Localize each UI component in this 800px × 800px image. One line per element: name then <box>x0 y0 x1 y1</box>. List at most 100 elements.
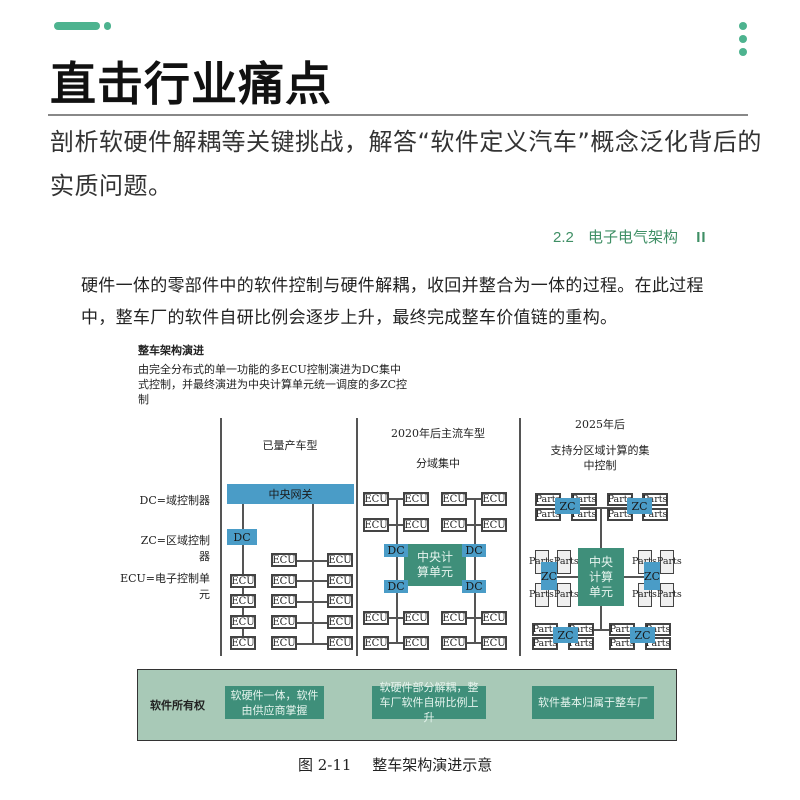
legend-ecu: ECU=电子控制单元 <box>120 572 210 601</box>
column-divider <box>519 418 521 656</box>
legend-zc: ZC=区域控制器 <box>140 534 210 563</box>
parts-box: Parts <box>609 637 635 650</box>
connector <box>474 498 476 644</box>
connector <box>389 498 403 500</box>
ecu-box: ECU <box>271 594 297 608</box>
ecu-box: ECU <box>363 636 389 650</box>
connector <box>467 617 481 619</box>
connector <box>389 524 403 526</box>
connector <box>297 643 327 645</box>
ecu-box: ECU <box>327 594 353 608</box>
connector <box>297 622 327 624</box>
central-compute-unit: 中央计算单元 <box>404 544 466 586</box>
column-subheader-3: 支持分区域计算的集中控制 <box>550 444 650 472</box>
cpu-label: 中央计算单元 <box>588 554 613 599</box>
zc-box: ZC <box>541 562 557 590</box>
section-glyph: II <box>696 229 707 246</box>
ecu-box: ECU <box>327 636 353 650</box>
figure-caption: 图 2-11 整车架构演进示意 <box>298 754 492 775</box>
connector <box>467 498 481 500</box>
ownership-stage-3: 软件基本归属于整车厂 <box>532 686 654 719</box>
ecu-box: ECU <box>363 492 389 506</box>
parts-box <box>660 550 674 574</box>
page-title: 直击行业痛点 <box>50 57 332 111</box>
column-divider <box>220 418 222 656</box>
parts-box: Parts <box>532 637 558 650</box>
caption-text: 整车架构演进示意 <box>372 756 493 774</box>
connector <box>565 629 637 631</box>
ecu-box: ECU <box>363 518 389 532</box>
ecu-box: ECU <box>403 518 429 532</box>
column-header-2: 2020年后主流车型 <box>391 427 485 440</box>
figure-title: 整车架构演进 <box>138 344 204 357</box>
connector <box>312 504 314 644</box>
page-subtitle: 剖析软硬件解耦等关键挑战，解答“软件定义汽车”概念泛化背后的实质问题。 <box>50 128 762 200</box>
ecu-box: ECU <box>441 492 467 506</box>
ecu-box: ECU <box>403 492 429 506</box>
parts-label: PartsParts <box>632 556 682 567</box>
ecu-box: ECU <box>230 615 256 629</box>
ownership-stage-2: 软硬件部分解耦，整车厂软件自研比例上升 <box>372 681 486 724</box>
ecu-box: ECU <box>230 594 256 608</box>
ecu-box: ECU <box>481 518 507 532</box>
cpu-label: 中央计算单元 <box>416 550 453 579</box>
column-header-3: 2025年后 <box>575 418 625 431</box>
column-header-1: 已量产车型 <box>262 439 318 452</box>
parts-box <box>660 583 674 607</box>
central-gateway-box: 中央网关 <box>227 484 354 504</box>
central-compute-unit: 中央计算单元 <box>578 548 624 606</box>
connector <box>565 507 637 509</box>
connector <box>467 524 481 526</box>
ownership-stage-text: 软件基本归属于整车厂 <box>538 696 648 709</box>
connector <box>467 642 481 644</box>
connector <box>396 498 398 644</box>
dc-box: DC <box>384 544 408 557</box>
title-divider <box>48 114 748 116</box>
ecu-box: ECU <box>327 574 353 588</box>
ecu-box: ECU <box>271 636 297 650</box>
ecu-box: ECU <box>230 574 256 588</box>
ecu-box: ECU <box>403 636 429 650</box>
ecu-box: ECU <box>403 611 429 625</box>
ecu-box: ECU <box>481 492 507 506</box>
body-paragraph: 硬件一体的零部件中的软件控制与硬件解耦，收回并整合为一体的过程。在此过程中，整车… <box>81 276 704 328</box>
decorative-bar <box>54 22 100 30</box>
legend-dc: DC=域控制器 <box>139 494 210 507</box>
zc-box: ZC <box>555 498 580 514</box>
ecu-box: ECU <box>441 518 467 532</box>
ecu-box: ECU <box>441 611 467 625</box>
connector <box>389 617 403 619</box>
section-marker: 2.2 电子电气架构 II <box>553 226 707 247</box>
ecu-box: ECU <box>441 636 467 650</box>
zc-box: ZC <box>630 627 655 643</box>
dc-box: DC <box>462 544 486 557</box>
decorative-dot <box>739 22 747 30</box>
ownership-stage-1: 软硬件一体，软件由供应商掌握 <box>225 686 324 719</box>
ecu-box: ECU <box>481 636 507 650</box>
ecu-box: ECU <box>230 636 256 650</box>
decorative-dot <box>739 35 747 43</box>
parts-box <box>557 550 571 574</box>
connector <box>297 560 327 562</box>
caption-number: 图 2-11 <box>298 756 352 774</box>
ecu-box: ECU <box>327 553 353 567</box>
ownership-label: 软件所有权 <box>150 699 205 712</box>
connector <box>297 601 327 603</box>
parts-box: Parts <box>535 508 561 521</box>
section-number: 2.2 <box>553 229 574 246</box>
dc-box: DC <box>384 580 408 593</box>
ecu-box: ECU <box>271 615 297 629</box>
dc-box: DC <box>462 580 486 593</box>
ownership-stage-text: 软硬件一体，软件由供应商掌握 <box>230 688 319 717</box>
zc-box: ZC <box>627 498 652 514</box>
dc-box: DC <box>227 529 257 545</box>
ecu-box: ECU <box>271 553 297 567</box>
figure-description: 由完全分布式的单一功能的多ECU控制演进为DC集中式控制，并最终演进为中央计算单… <box>138 363 408 406</box>
section-name: 电子电气架构 <box>588 229 679 246</box>
connector <box>389 642 403 644</box>
zc-box: ZC <box>644 562 660 590</box>
decorative-dot <box>739 48 747 56</box>
column-subheader-2: 分域集中 <box>416 457 460 470</box>
connector <box>297 580 327 582</box>
ownership-stage-text: 软硬件部分解耦，整车厂软件自研比例上升 <box>379 681 479 724</box>
